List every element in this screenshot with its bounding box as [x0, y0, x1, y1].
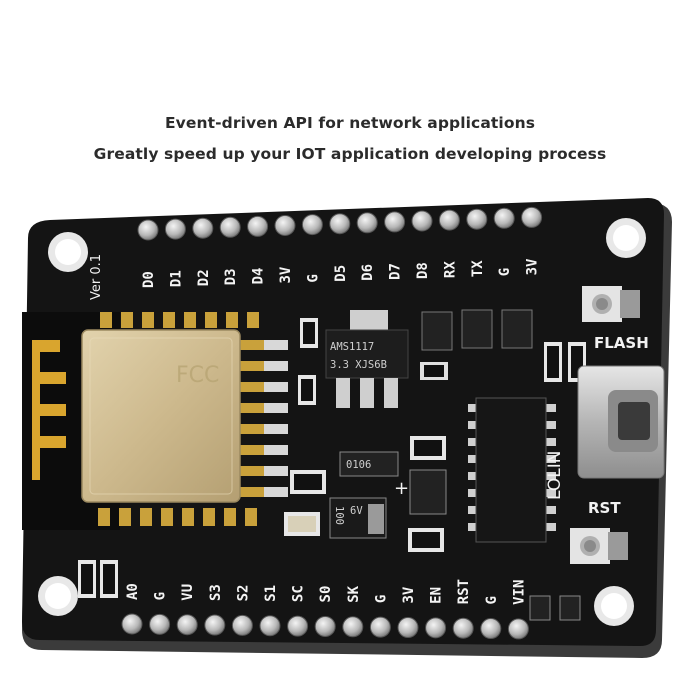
bottom-pin-label-9: G: [373, 595, 389, 603]
usb-serial-chip: [468, 397, 556, 543]
top-pin-label-6: G: [305, 274, 321, 282]
micro-usb-port: [577, 365, 665, 479]
bottom-pin-10: [397, 617, 419, 638]
rst-label: RST: [588, 499, 621, 517]
top-pin-6: [301, 214, 323, 236]
smd-components: 0106 100 6V +: [284, 309, 586, 552]
module-shield: [81, 329, 241, 503]
lolin-label: LOLIN: [545, 451, 565, 500]
bottom-pin-1: [149, 613, 171, 635]
top-pin-4: [247, 215, 269, 237]
bottom-pin-label-2: VU: [180, 584, 196, 601]
voltage-regulator: AMS1117 3.3 XJS6B: [325, 310, 409, 408]
top-pin-label-9: D7: [388, 263, 404, 280]
bottom-header-pins: [121, 613, 529, 640]
bottom-pin-3: [204, 614, 226, 636]
top-header-pins: [137, 206, 543, 241]
cap-text-line2: 6V: [350, 505, 363, 517]
regulator-text-line2: 3.3 XJS6B: [330, 359, 387, 371]
bottom-pin-label-12: RST: [456, 579, 472, 604]
bottom-pin-label-14: VIN: [511, 580, 527, 605]
top-pin-1: [164, 218, 186, 240]
bottom-pin-6: [287, 615, 309, 637]
top-pin-label-8: D6: [360, 264, 376, 281]
bottom-pin-label-5: S1: [263, 585, 279, 602]
bottom-pin-12: [452, 617, 474, 639]
top-pin-label-12: TX: [470, 260, 486, 277]
pcb-antenna: [32, 340, 66, 480]
regulator-text-line1: AMS1117: [330, 341, 374, 353]
bottom-pin-14: [507, 618, 529, 640]
top-pin-8: [356, 212, 378, 234]
caption-line-2: Greatly speed up your IOT application de…: [93, 145, 607, 163]
top-pin-label-4: D4: [251, 268, 267, 285]
bottom-pin-9: [369, 616, 391, 638]
top-pin-label-13: G: [497, 268, 513, 276]
caption-line-1: Event-driven API for network application…: [164, 114, 536, 132]
esp-module: FCC: [22, 312, 288, 530]
bottom-pin-11: [425, 617, 447, 639]
top-pin-3: [219, 216, 241, 238]
bottom-pin-label-3: S3: [208, 584, 224, 601]
bottom-pin-8: [342, 616, 364, 638]
top-pin-10: [411, 210, 433, 232]
polarity-plus-mark: +: [394, 478, 409, 499]
flash-button[interactable]: [582, 286, 640, 322]
top-pin-label-3: D3: [223, 268, 239, 285]
top-pin-0: [137, 219, 159, 241]
bottom-pin-label-11: EN: [429, 587, 445, 604]
top-pin-label-2: D2: [196, 269, 212, 286]
bottom-pin-label-4: S2: [235, 585, 251, 602]
top-pin-2: [192, 217, 214, 239]
bottom-pin-label-8: SK: [346, 585, 362, 602]
bottom-pin-label-6: SC: [291, 585, 307, 602]
top-pin-label-0: D0: [141, 271, 157, 288]
bottom-pin-5: [259, 615, 281, 637]
mounting-holes: [38, 218, 646, 626]
bottom-pin-0: [121, 613, 143, 635]
flash-label: FLASH: [594, 334, 649, 352]
bottom-pin-7: [314, 615, 336, 637]
top-pin-9: [384, 211, 406, 233]
version-label: Ver 0.1: [89, 254, 104, 300]
top-pin-label-10: D8: [415, 262, 431, 279]
module-fcc-mark: FCC: [176, 363, 219, 388]
top-pin-11: [438, 209, 460, 231]
top-pin-label-1: D1: [168, 270, 184, 287]
top-pin-label-11: RX: [442, 261, 458, 278]
bottom-pin-13: [480, 618, 502, 640]
top-pin-label-14: 3V: [525, 258, 541, 275]
top-pin-5: [274, 215, 296, 236]
top-pin-7: [329, 213, 351, 235]
top-pin-12: [466, 208, 488, 230]
bottom-transistors: [78, 560, 581, 621]
top-pin-labels: D0 D1 D2 D3 D4 3V G D5 D6 D7 D8 RX TX G 3V: [141, 258, 541, 288]
bottom-pin-label-7: S0: [318, 586, 334, 603]
diode-text: 0106: [346, 459, 371, 471]
bottom-pin-2: [176, 614, 198, 636]
top-pin-label-7: D5: [333, 265, 349, 282]
bottom-pin-label-0: A0: [125, 583, 141, 600]
top-pin-label-5: 3V: [278, 266, 294, 283]
top-pin-14: [521, 206, 543, 228]
cap-text-line1: 100: [333, 506, 345, 525]
bottom-pin-label-10: 3V: [401, 586, 417, 603]
top-pin-13: [493, 207, 515, 229]
rst-button[interactable]: [570, 528, 628, 564]
bottom-pin-label-1: G: [153, 592, 169, 600]
bottom-pin-label-13: G: [484, 596, 500, 604]
bottom-pin-4: [231, 614, 253, 636]
